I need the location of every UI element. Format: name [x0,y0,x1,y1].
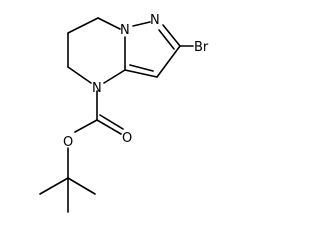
atom-n-bottom: N [92,81,102,96]
bond-n2-c2 [162,24,181,47]
atom-o-ester: O [63,135,73,150]
atom-o-carbonyl: O [122,131,132,146]
bond-c2-c3 [156,45,181,78]
bond-c-carbonyl-o-double-b [99,114,124,130]
atom-n-top: N [120,23,130,38]
bond-tbu-methyl-right [67,177,96,195]
molecule-drawing: N N Br N O O [39,13,209,213]
bond-c-carbonyl-o-ester [74,119,98,133]
bond-c3-c3a [124,69,158,78]
bond-ring-c5-n4 [67,66,92,84]
bond-ring-c7-c6 [67,17,99,34]
bond-c-carbonyl-o-double-a [96,119,122,135]
bond-n2-c2-double [158,29,175,50]
atom-n-top-right: N [150,13,160,28]
bond-ring-n4-c3a [103,69,126,84]
bond-ring-n1-c7 [97,17,121,30]
bond-n1-n2 [132,21,151,27]
atom-bromine: Br [194,40,209,55]
structure-canvas: N N Br N O O [39,13,209,213]
bond-tbu-methyl-left [39,177,69,195]
bond-c3-c3a-double [129,64,154,72]
